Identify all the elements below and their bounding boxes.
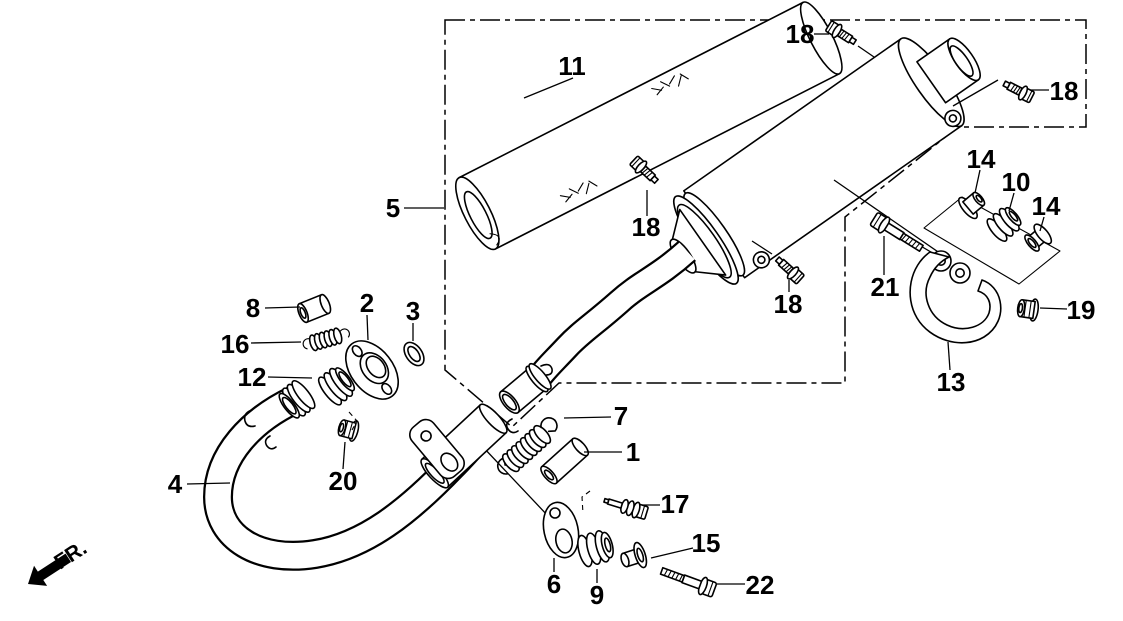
front-arrow-icon	[28, 553, 71, 586]
callout-20: 20	[329, 466, 358, 496]
callout-1: 1	[626, 437, 640, 467]
joint-parts-group	[296, 293, 425, 443]
mount-collar-14b	[1024, 223, 1053, 252]
exhaust-pipe	[202, 379, 508, 571]
leader-lines	[186, 33, 1068, 585]
spring-hook-upper	[540, 363, 553, 376]
front-direction-marker: FR.	[28, 536, 91, 586]
callout-18d: 18	[774, 289, 803, 319]
callout-8: 8	[246, 293, 260, 323]
callout-12: 12	[238, 362, 267, 392]
collar-15	[620, 541, 648, 569]
bolt-22	[657, 561, 719, 600]
rubber-9	[577, 530, 614, 568]
pipe-front-tab	[264, 435, 277, 450]
position-mark-screw17	[581, 490, 591, 515]
washer-3	[403, 341, 425, 367]
callout-14a: 14	[967, 144, 996, 174]
assembly-boundary	[444, 19, 1087, 429]
callout-13: 13	[937, 367, 966, 397]
muffler-inlet-pipe	[498, 240, 697, 434]
callout-11: 11	[558, 51, 586, 81]
callout-17: 17	[661, 489, 690, 519]
collar-1	[540, 437, 590, 485]
callout-14b: 14	[1032, 191, 1061, 221]
spring-7	[496, 417, 558, 475]
clamp-bolt-21	[868, 210, 927, 257]
callout-6: 6	[547, 569, 561, 599]
mount-rubber-10	[986, 206, 1022, 242]
mount-collar-14a	[958, 191, 986, 220]
bracket-6	[542, 501, 580, 559]
callout-7: 7	[614, 401, 628, 431]
callout-4: 4	[168, 469, 183, 499]
callout-10: 10	[1002, 167, 1031, 197]
clamp-nut-19	[1015, 296, 1041, 323]
callout-21: 21	[871, 272, 900, 302]
muffler-protector	[455, 1, 843, 251]
callout-3: 3	[406, 296, 420, 326]
callout-9: 9	[590, 580, 604, 610]
callout-2: 2	[360, 288, 374, 318]
flange-2	[344, 340, 400, 400]
muffler-body	[669, 37, 981, 285]
pipe-front-gasket	[278, 379, 316, 419]
callout-5: 5	[386, 193, 400, 223]
callout-22: 22	[746, 570, 775, 600]
gasket-12	[317, 367, 356, 406]
callout-16: 16	[221, 329, 250, 359]
position-mark-flange	[348, 411, 358, 431]
callout-18a: 18	[786, 19, 815, 49]
spring-hook-lower	[505, 418, 519, 434]
screw-17	[603, 497, 649, 520]
callout-19: 19	[1067, 295, 1096, 325]
mount-parts-group-box	[923, 196, 1061, 285]
hanger-parts-group	[496, 417, 719, 600]
callout-labels: 11 5 18 18 18 18 14 10 14 21 19 13 8 16 …	[168, 19, 1096, 610]
collar-8	[296, 293, 332, 324]
muffler-clamp-group	[868, 191, 1053, 344]
spring-16	[302, 327, 350, 352]
callout-18c: 18	[632, 212, 661, 242]
knurl-texture	[559, 73, 689, 203]
clamp-ear-2	[949, 262, 971, 284]
pipe-spring-hook	[243, 409, 256, 428]
bracket-position-line	[481, 445, 550, 518]
callout-15: 15	[692, 528, 721, 558]
callout-18b: 18	[1050, 76, 1079, 106]
muffler-band-clamp	[909, 251, 1002, 344]
pipe-mount-bracket	[408, 418, 466, 480]
